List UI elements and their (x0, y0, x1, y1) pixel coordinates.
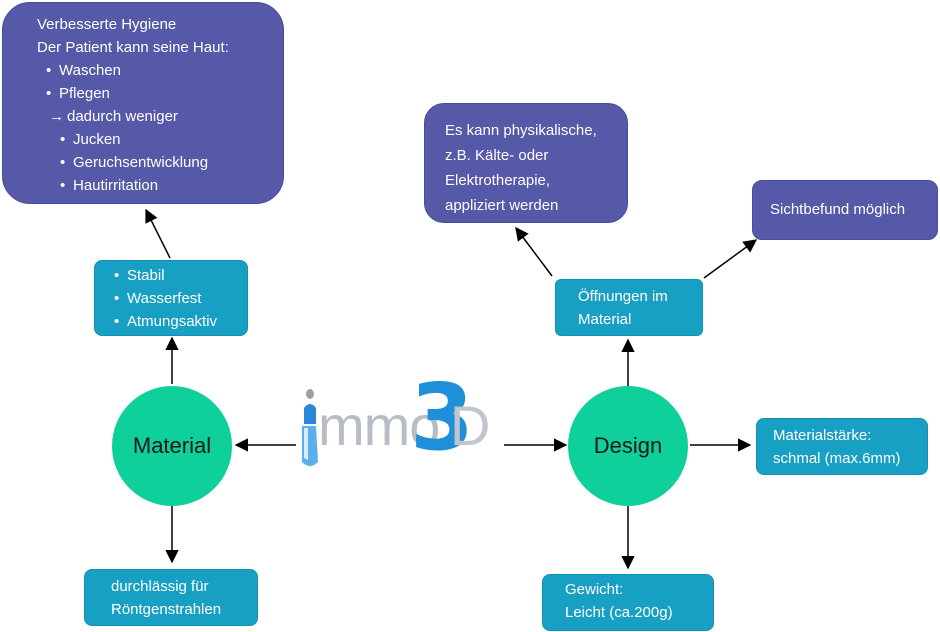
thickness-box: Materialstärke: schmal (max.6mm) (756, 418, 928, 475)
weight-box: Gewicht: Leicht (ca.200g) (542, 574, 714, 631)
hygiene-list: Waschen Pflegen dadurch weniger (46, 59, 269, 128)
logo-digit-3: 3 (410, 364, 475, 471)
material-property: Atmungsaktiv (114, 310, 247, 333)
material-property: Wasserfest (114, 287, 247, 310)
sichtbefund-label: Sichtbefund möglich (770, 201, 906, 218)
hygiene-subitem: Jucken (60, 128, 269, 151)
hygiene-box: Verbesserte Hygiene Der Patient kann sei… (2, 2, 284, 204)
thickness-line1: Materialstärke: (773, 427, 872, 444)
material-properties-list: Stabil Wasserfest Atmungsaktiv (114, 264, 247, 333)
logo-letter-d: D (450, 394, 491, 457)
material-property: Stabil (114, 264, 247, 287)
openings-box: Öffnungen im Material (555, 279, 703, 336)
hygiene-item: Pflegen (46, 82, 269, 105)
thickness-line2: schmal (max.6mm) (773, 450, 901, 467)
arrow-openings-to-physio (515, 226, 553, 277)
hygiene-subtitle: Der Patient kann seine Haut: (37, 39, 229, 56)
xray-line2: Röntgenstrahlen (111, 601, 222, 618)
openings-line1: Öffnungen im (578, 288, 668, 305)
material-properties-box: Stabil Wasserfest Atmungsaktiv (94, 260, 248, 336)
physio-line: z.B. Kälte- oder (445, 147, 549, 164)
physio-line: Elektrotherapie, (445, 172, 551, 189)
design-node-label: Design (593, 433, 663, 458)
physio-line: Es kann physikalische, (445, 122, 597, 139)
xray-box: durchlässig für Röntgenstrahlen (84, 569, 258, 626)
physio-box: Es kann physikalische, z.B. Kälte- oder … (424, 103, 628, 223)
immo3d-logo: mmo 3 D (298, 370, 503, 472)
material-node: Material (112, 386, 232, 506)
hygiene-sublist: Jucken Geruchsentwicklung Hautirritation (60, 128, 269, 197)
logo-figure-icon (302, 389, 318, 466)
openings-line2: Material (578, 311, 632, 328)
weight-line2: Leicht (ca.200g) (565, 604, 673, 621)
arrow-openings-to-sichtbefund (703, 239, 758, 279)
hygiene-arrow-item: dadurch weniger (49, 105, 269, 128)
material-node-label: Material (132, 433, 212, 458)
arrow-props-to-hygiene (145, 208, 171, 259)
physio-line: appliziert werden (445, 197, 559, 214)
hygiene-subitem: Hautirritation (60, 174, 269, 197)
design-node: Design (568, 386, 688, 506)
xray-line1: durchlässig für (111, 578, 209, 595)
logo-text-mmo: mmo (318, 394, 440, 457)
sichtbefund-box: Sichtbefund möglich (752, 180, 938, 240)
hygiene-subitem: Geruchsentwicklung (60, 151, 269, 174)
weight-line1: Gewicht: (565, 581, 624, 598)
hygiene-title: Verbesserte Hygiene (37, 16, 177, 33)
hygiene-item: Waschen (46, 59, 269, 82)
